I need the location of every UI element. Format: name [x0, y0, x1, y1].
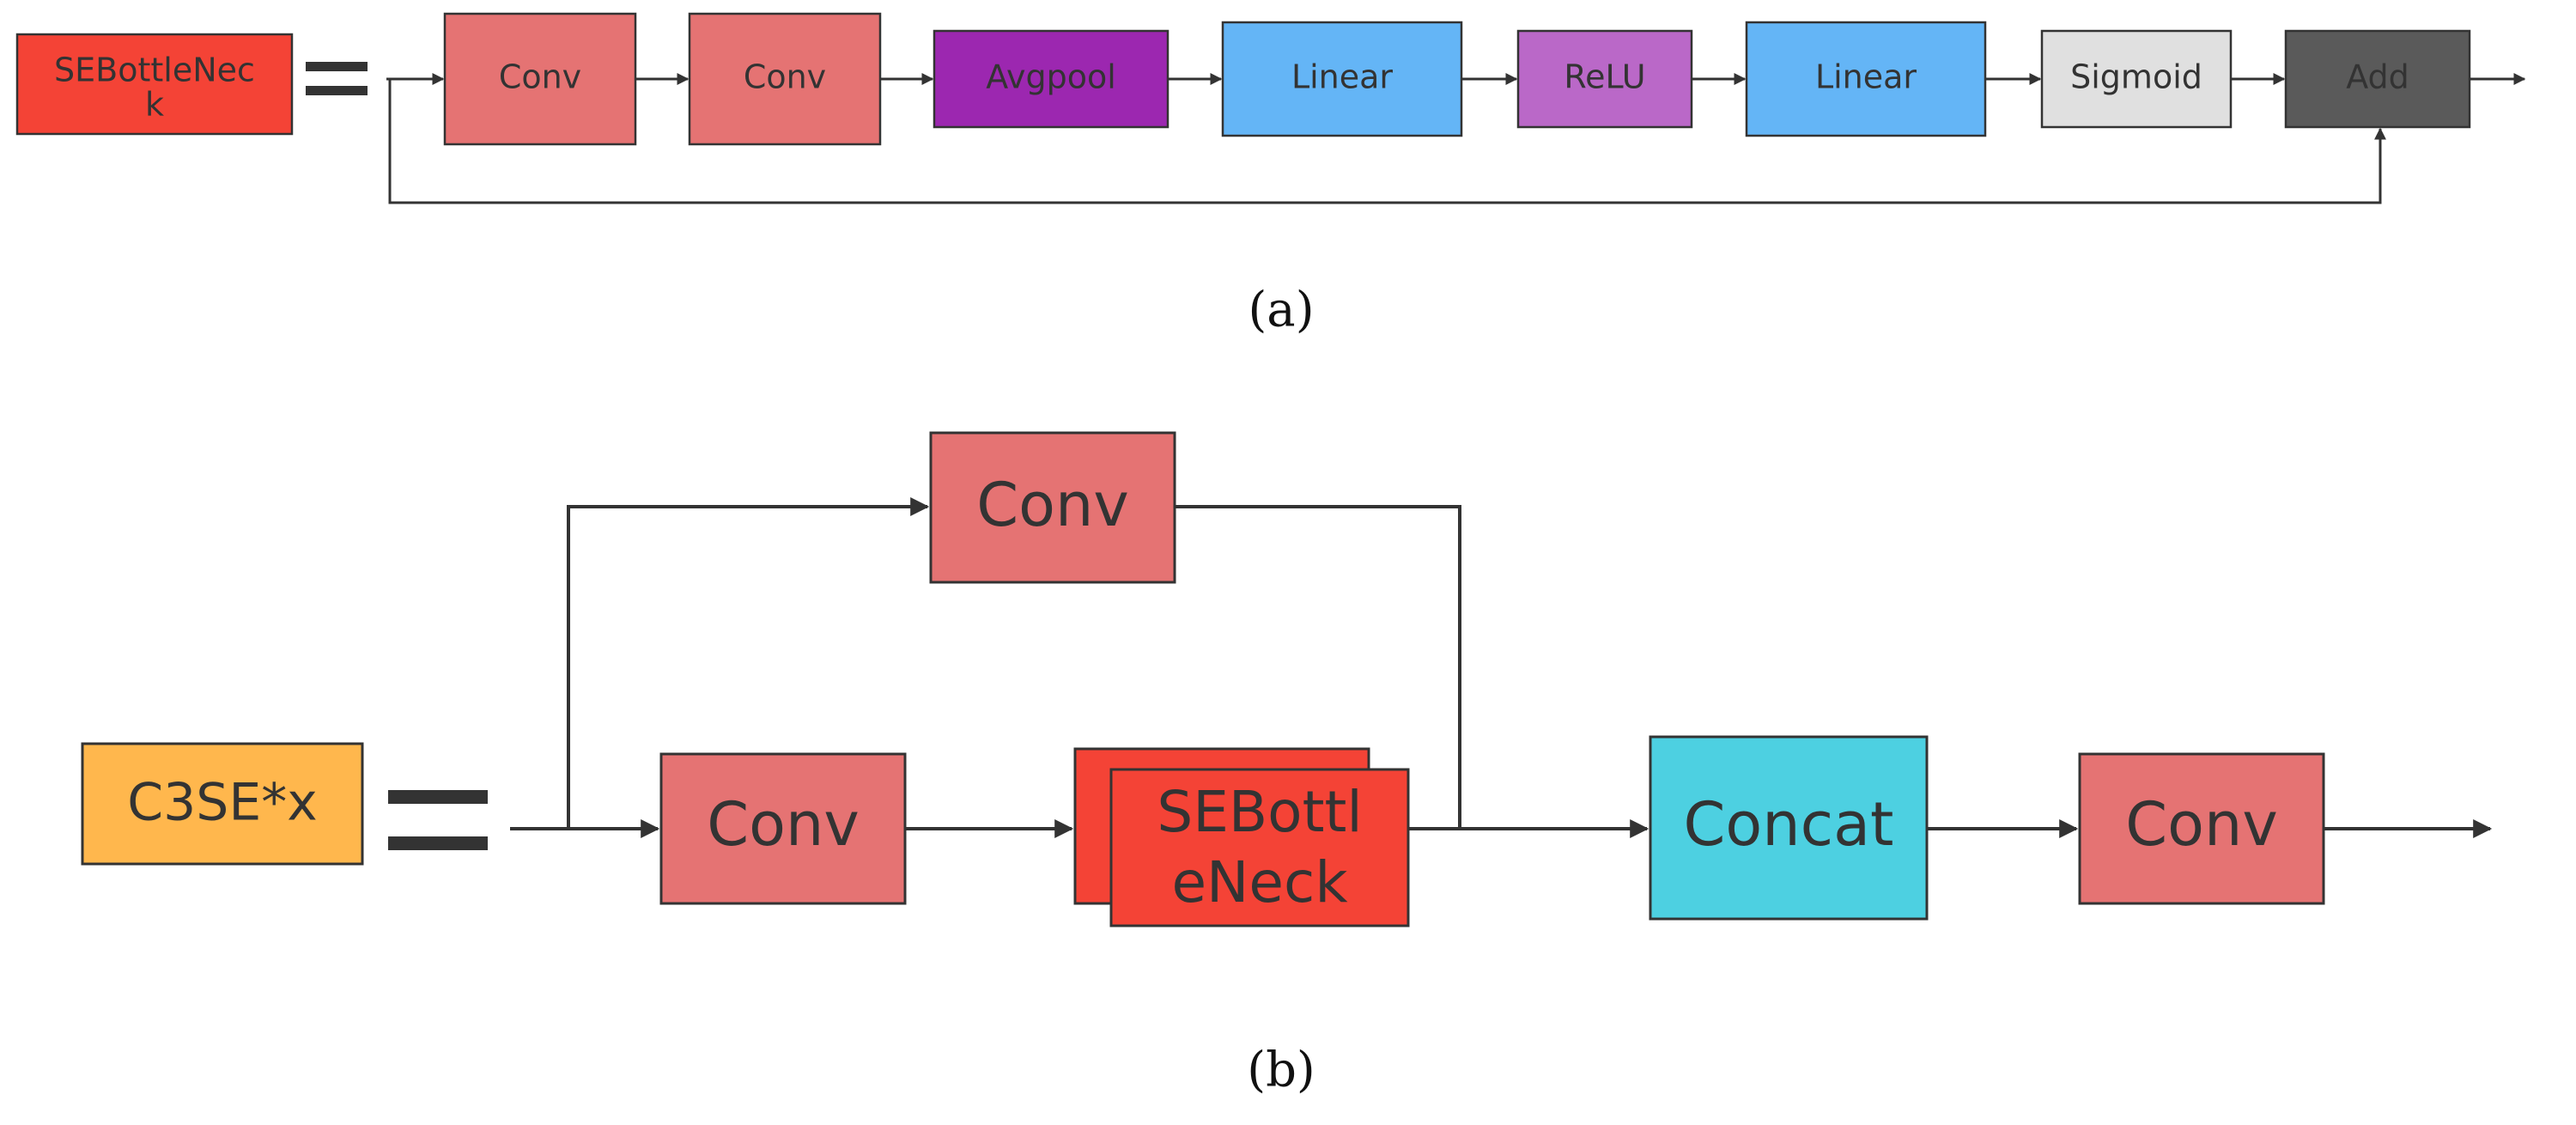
a-block-6 — [1745, 21, 1987, 137]
a-caption: (a) — [1248, 283, 1314, 338]
a-sebottleneck-label-2: k — [145, 86, 164, 124]
a-block-6-label: Linear — [1815, 58, 1917, 96]
b-concat-block — [1649, 735, 1929, 921]
b-sebottleneck-label-1: SEBottl — [1157, 779, 1362, 845]
a-sebottleneck-label-1: SEBottleNec — [54, 52, 255, 89]
a-block-5-label: ReLU — [1564, 58, 1645, 96]
b-caption: (b) — [1247, 1043, 1315, 1098]
b-conv-out — [2078, 752, 2325, 905]
a-equals-sign — [306, 62, 368, 95]
a-block-4-label: Linear — [1291, 58, 1393, 96]
b-concat-label: Concat — [1684, 789, 1894, 860]
b-sebottleneck-front — [1109, 768, 1410, 927]
a-block-8-label: Add — [2346, 58, 2409, 96]
b-top-conv-to-concat — [1175, 505, 1461, 829]
a-block-1 — [443, 12, 637, 146]
a-block-1-label: Conv — [499, 58, 581, 96]
b-branch-up — [567, 497, 930, 829]
a-block-3 — [933, 29, 1170, 129]
b-conv-top-label: Conv — [976, 470, 1129, 540]
b-conv-mid — [659, 752, 907, 905]
a-block-8 — [2284, 29, 2471, 129]
a-block-4 — [1221, 21, 1463, 137]
b-conv-top — [929, 431, 1176, 584]
a-sebottleneck-block — [15, 33, 294, 136]
a-block-7 — [2040, 29, 2233, 129]
b-sebottleneck-label-2: eNeck — [1171, 849, 1348, 915]
b-c3se-label: C3SE*x — [127, 773, 318, 833]
b-conv-out-label: Conv — [2125, 789, 2278, 860]
panel-a: SEBottleNec k Conv Conv Avgpool Linear R… — [15, 12, 2526, 338]
b-c3se-block — [81, 742, 364, 866]
panel-b: C3SE*x Conv Conv SEBottl eNeck Concat Co… — [81, 431, 2493, 1098]
a-block-2 — [688, 12, 882, 146]
a-block-2-label: Conv — [744, 58, 826, 96]
b-equals-sign — [388, 790, 488, 850]
a-skip-connection — [388, 79, 2386, 204]
a-block-7-label: Sigmoid — [2070, 58, 2202, 96]
a-block-5 — [1516, 29, 1693, 129]
a-block-3-label: Avgpool — [986, 58, 1116, 96]
b-conv-mid-label: Conv — [707, 789, 860, 860]
